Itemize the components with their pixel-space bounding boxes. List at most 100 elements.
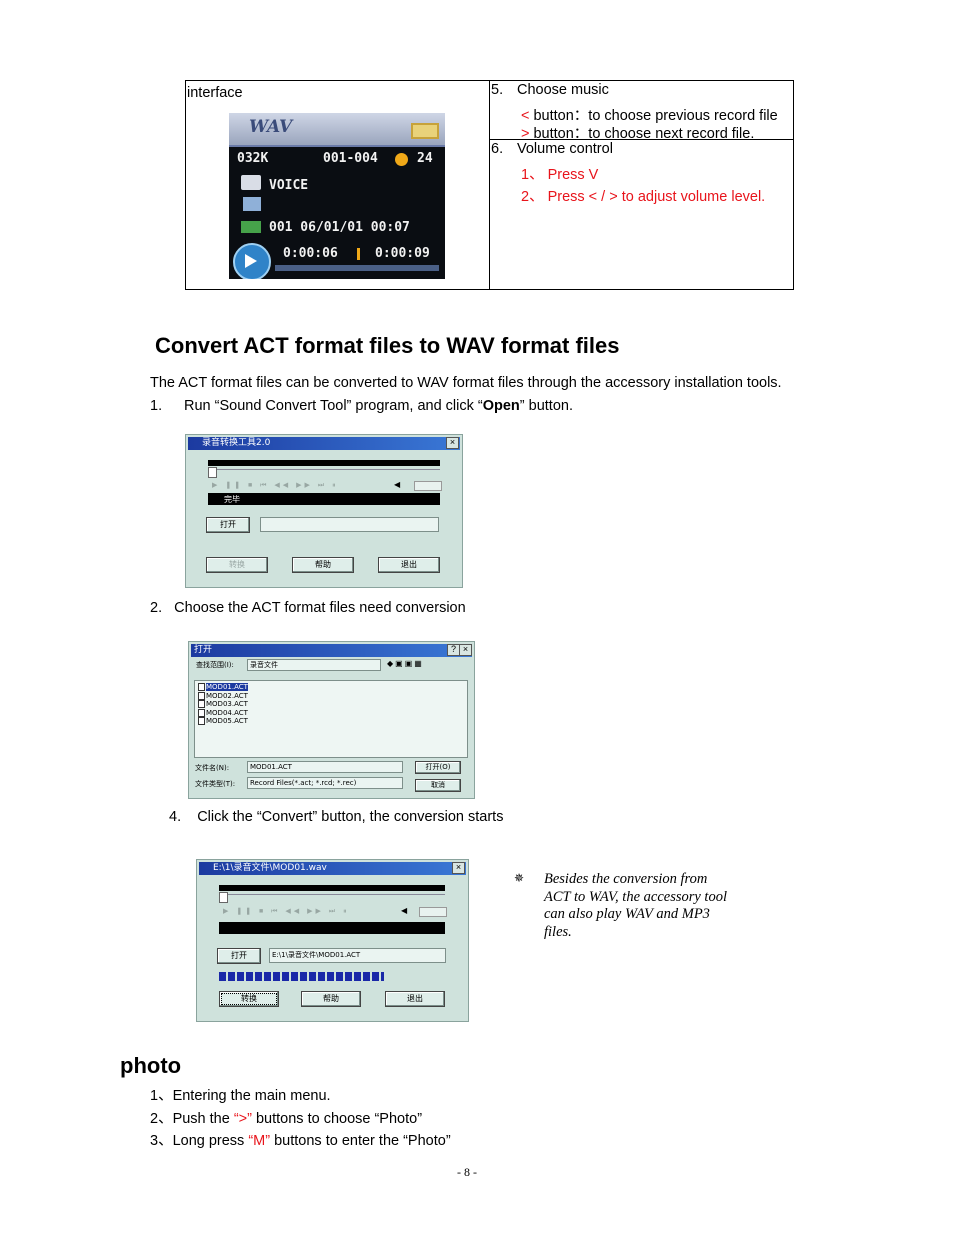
- open-button[interactable]: 打开: [206, 517, 250, 533]
- battery-icon: [411, 123, 439, 139]
- interface-label: interface: [187, 85, 243, 101]
- file-list-item[interactable]: MOD04.ACT: [198, 708, 248, 717]
- lookin-label: 查找范围(I):: [196, 661, 234, 669]
- photo-step1: 1、Entering the main menu.: [150, 1088, 331, 1104]
- record-icon: [241, 221, 261, 233]
- volume-slider[interactable]: [419, 907, 447, 917]
- filename-label: 文件名(N):: [195, 764, 230, 772]
- table-divider: [489, 139, 793, 140]
- prev-text: button：to choose previous record file: [529, 108, 778, 124]
- step1-post: ” button.: [519, 398, 573, 414]
- lookin-dropdown[interactable]: 录音文件: [247, 659, 381, 671]
- item6-number: 6.: [491, 141, 504, 157]
- file-list-item[interactable]: MOD05.ACT: [198, 717, 248, 725]
- open-button[interactable]: 打开(O): [415, 761, 461, 774]
- item6-sub1: 1、 Press V: [521, 167, 599, 183]
- help-button[interactable]: 帮助: [301, 991, 361, 1007]
- help-button[interactable]: 帮助: [292, 557, 354, 573]
- bitrate-text: 032K: [237, 151, 269, 166]
- convert-tool-window: 录音转换工具2.0 × ▶ ❚❚ ■ ⏮ ◀◀ ▶▶ ⏭ ⏸ ◀ 完毕 打开 转…: [185, 434, 463, 588]
- path-field[interactable]: E:\1\录音文件\MOD01.ACT: [269, 948, 446, 963]
- status-bar: [208, 493, 440, 505]
- step1-bold: Open: [482, 398, 520, 414]
- play-triangle-icon: [245, 254, 257, 268]
- volume-level: 24: [417, 151, 433, 166]
- file-icon: [198, 700, 205, 708]
- seek-track: [219, 885, 445, 891]
- file-name: MOD01.ACT: [206, 683, 248, 691]
- step1-number: 1.: [150, 398, 163, 414]
- note-symbol: ✵: [514, 871, 525, 885]
- seek-line: [219, 894, 445, 895]
- item6-sub2: 2、 Press < / > to adjust volume level.: [521, 189, 766, 205]
- window-titlebar: E:\1\录音文件\MOD01.wav: [199, 862, 466, 875]
- picture-icon: [243, 197, 261, 211]
- item5-line2: > button：to choose next record file.: [521, 122, 754, 143]
- file-name: MOD04.ACT: [206, 708, 248, 717]
- photo-step3-pre: 3、Long press: [150, 1133, 249, 1149]
- feature-table: [185, 80, 794, 290]
- total-time: 0:00:09: [375, 246, 430, 261]
- progress-track: [275, 265, 439, 271]
- path-field[interactable]: [260, 517, 439, 532]
- transport-controls[interactable]: ▶ ❚❚ ■ ⏮ ◀◀ ▶▶ ⏭ ⏸: [212, 482, 339, 489]
- file-icon: [198, 683, 205, 691]
- lcd-separator: [229, 145, 445, 147]
- step2-text: 2. Choose the ACT format files need conv…: [150, 600, 466, 616]
- folder-name: VOICE: [269, 178, 309, 193]
- conversion-progress-bar: [219, 972, 445, 981]
- photo-heading: photo: [120, 1053, 182, 1078]
- elapsed-time: 0:00:06: [283, 246, 338, 261]
- item5-number: 5.: [491, 82, 504, 98]
- photo-step2-post: buttons to choose “Photo”: [251, 1111, 423, 1127]
- time-separator: [357, 248, 360, 260]
- filetype-dropdown[interactable]: Record Files(*.act; *.rcd; *.rec): [247, 777, 403, 789]
- item5-line1: < button：to choose previous record file: [521, 104, 778, 125]
- toolbar-icons[interactable]: ◆▣▣▦: [387, 659, 424, 668]
- photo-step2: 2、Push the “>” buttons to choose “Photo”: [150, 1107, 422, 1128]
- status-text: 完毕: [224, 495, 240, 504]
- intro-text: The ACT format files can be converted to…: [150, 375, 782, 391]
- file-icon: [198, 717, 205, 725]
- seek-thumb[interactable]: [208, 467, 217, 478]
- close-button[interactable]: ×: [459, 644, 472, 656]
- photo-step2-key: “>”: [233, 1111, 252, 1127]
- file-list-item[interactable]: MOD02.ACT: [198, 691, 248, 700]
- lcd-topbar: [229, 113, 445, 145]
- section-heading: Convert ACT format files to WAV format f…: [155, 333, 620, 358]
- cancel-button[interactable]: 取消: [415, 779, 461, 792]
- page-number: - 8 -: [457, 1165, 477, 1179]
- converting-window: E:\1\录音文件\MOD01.wav × ▶ ❚❚ ■ ⏮ ◀◀ ▶▶ ⏭ ⏸…: [196, 859, 469, 1022]
- file-name: MOD03.ACT: [206, 700, 248, 708]
- file-name: MOD05.ACT: [206, 717, 248, 725]
- transport-controls[interactable]: ▶ ❚❚ ■ ⏮ ◀◀ ▶▶ ⏭ ⏸: [223, 908, 350, 915]
- volume-slider[interactable]: [414, 481, 442, 491]
- file-list-item[interactable]: MOD01.ACT: [198, 683, 248, 691]
- window-titlebar: 录音转换工具2.0: [188, 437, 460, 450]
- folder-icon: [241, 175, 261, 190]
- seek-thumb[interactable]: [219, 892, 228, 903]
- filename-input[interactable]: MOD01.ACT: [247, 761, 403, 773]
- record-info: 001 06/01/01 00:07: [269, 220, 410, 235]
- photo-step3-post: buttons to enter the “Photo”: [270, 1133, 451, 1149]
- prev-symbol: <: [521, 108, 530, 124]
- item6-title: Volume control: [517, 141, 613, 157]
- next-text: button：to choose next record file.: [529, 126, 755, 142]
- convert-button[interactable]: 转换: [206, 557, 268, 573]
- track-counter: 001-004: [323, 151, 378, 166]
- open-button[interactable]: 打开: [217, 948, 261, 964]
- close-button[interactable]: ×: [446, 437, 459, 449]
- photo-step3-key: “M”: [248, 1133, 271, 1149]
- wav-logo: WAV: [249, 117, 293, 137]
- exit-button[interactable]: 退出: [378, 557, 440, 573]
- close-button[interactable]: ×: [452, 862, 465, 874]
- file-list-item[interactable]: MOD03.ACT: [198, 700, 248, 708]
- seek-line: [208, 469, 440, 470]
- convert-button[interactable]: 转换: [219, 991, 279, 1007]
- note-text: Besides the conversion from ACT to WAV, …: [544, 871, 727, 940]
- exit-button[interactable]: 退出: [385, 991, 445, 1007]
- file-icon: [198, 708, 205, 717]
- file-name: MOD02.ACT: [206, 691, 248, 700]
